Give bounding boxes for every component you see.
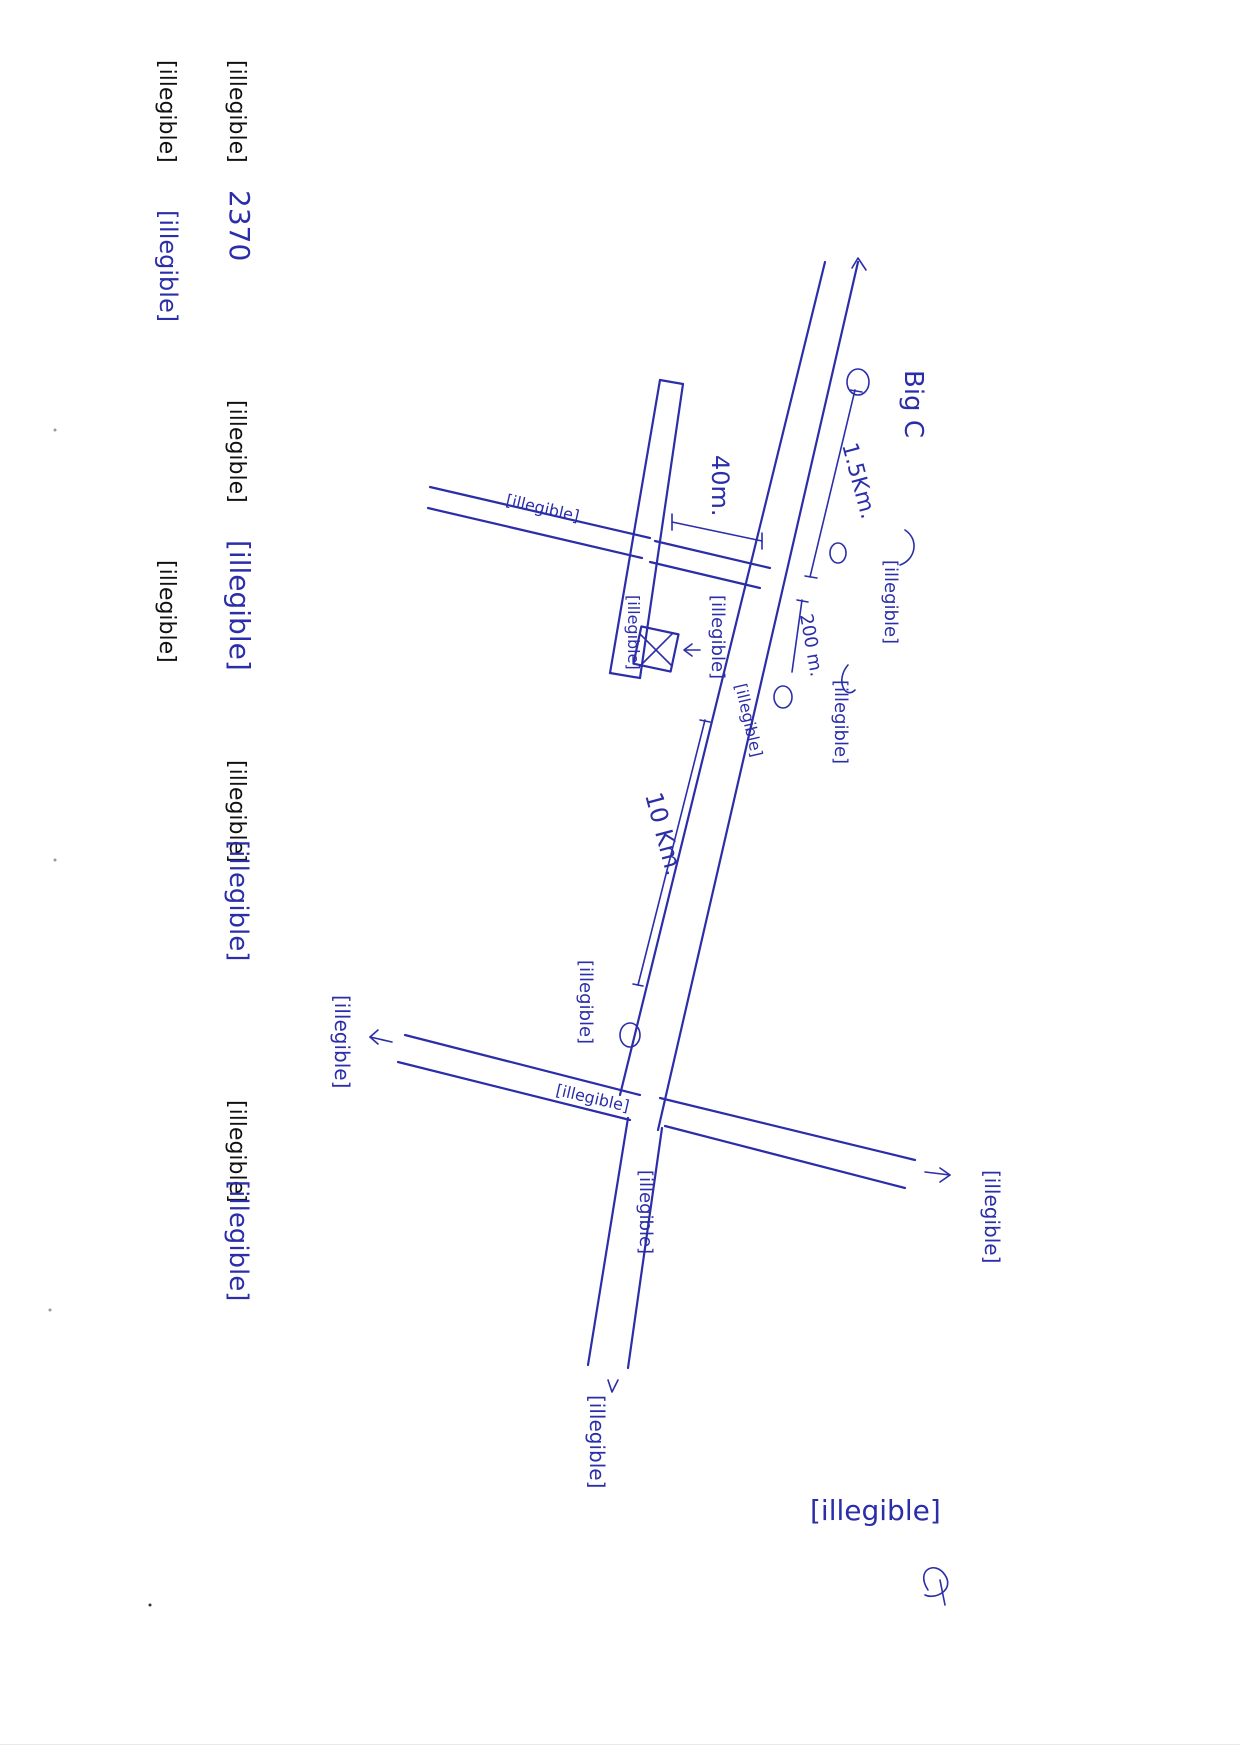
label-40m: 40m.: [706, 455, 734, 517]
label-school: [illegible]: [880, 560, 901, 644]
label-lower-road: [illegible]: [635, 1170, 656, 1254]
label-house-arrow: [illegible]: [707, 595, 728, 679]
label-dir-left-top: [illegible]: [330, 995, 354, 1088]
label-hospital: [illegible]: [830, 680, 851, 764]
label-200m: 200 m.: [795, 612, 827, 678]
house-marker: [632, 625, 701, 673]
cross-road: [369, 1029, 951, 1190]
page-edge-line: [0, 1744, 1240, 1745]
label-soi: [illegible]: [504, 490, 581, 525]
label-main-road: [illegible]: [731, 682, 766, 759]
label-dir-bottom: [illegible]: [585, 1395, 609, 1488]
label-10km: 10 Km.: [639, 789, 688, 878]
certification-text: [illegible]: [810, 1494, 941, 1527]
label-1-5km: 1.5Km.: [836, 440, 880, 522]
header-line1-value2: [illegible]: [223, 540, 256, 671]
header-line1-value3: [illegible]: [223, 840, 253, 961]
header-line1-label: [illegible]: [224, 60, 249, 163]
header-line2-value: [illegible]: [154, 210, 182, 322]
main-road: [618, 257, 867, 1132]
side-road: [426, 378, 772, 680]
header-block: [illegible] 2370 [illegible] [illegible]…: [154, 60, 256, 1301]
header-line2-label2: [illegible]: [154, 560, 179, 663]
map-labels: Big C 1.5Km. 40m. 200 m. 10 Km. [illegib…: [330, 370, 1004, 1488]
distance-markers: [632, 389, 863, 987]
label-temple: [illegible]: [575, 960, 596, 1044]
label-bigc: Big C: [898, 370, 928, 438]
label-dir-right: [illegible]: [980, 1170, 1004, 1263]
header-line1-label3: [illegible]: [224, 760, 249, 863]
landmark-circles: [619, 368, 915, 1048]
header-line2-label: [illegible]: [154, 60, 179, 163]
header-line1-value: 2370: [223, 190, 256, 261]
label-soi-short: [illegible]: [624, 595, 643, 670]
certification-block: [illegible]: [810, 1494, 949, 1606]
header-line1-label4: [illegible]: [224, 1100, 249, 1203]
lower-road: [586, 1116, 664, 1393]
header-line1-label2: [illegible]: [224, 400, 249, 503]
header-line1-value4: [illegible]: [223, 1180, 253, 1301]
